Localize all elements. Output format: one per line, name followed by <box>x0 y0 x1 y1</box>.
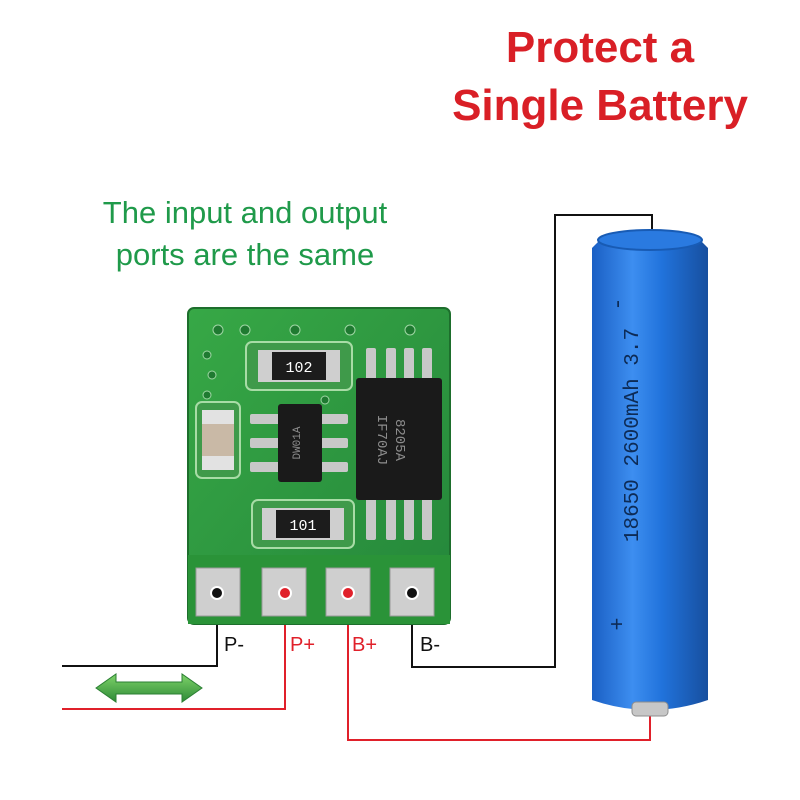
pin-label-b-plus: B+ <box>352 634 378 656</box>
wire-b-plus <box>347 600 651 741</box>
protection-board: 102 101 DW01A 8205A IF70AJ <box>187 307 451 625</box>
pad-dot-p-plus <box>278 586 292 600</box>
pin-label-b-minus: B- <box>420 634 440 656</box>
battery-18650: 18650 2600mAh 3.7 - + <box>592 229 708 717</box>
note-line-2: ports are the same <box>115 237 375 272</box>
pad-dot-b-minus <box>405 586 419 600</box>
battery-plus-mark: + <box>606 617 631 630</box>
pin-label-p-plus: P+ <box>290 634 316 656</box>
double-arrow-icon <box>95 673 203 703</box>
ic-right-marking-1: 8205A <box>391 419 407 462</box>
title-line-1: Protect a <box>505 23 695 72</box>
pin-label-p-minus: P- <box>224 634 244 656</box>
ic-right-marking-2: IF70AJ <box>373 415 389 465</box>
battery-minus-mark: - <box>606 297 631 310</box>
note-line-1: The input and output <box>102 195 388 230</box>
title-line-2: Single Battery <box>452 81 748 130</box>
ic-left-marking: DW01A <box>292 426 304 459</box>
battery-label: 18650 2600mAh 3.7 <box>622 328 645 542</box>
resistor-top-marking: 102 <box>285 360 312 377</box>
pad-dot-p-minus <box>210 586 224 600</box>
resistor-bottom-marking: 101 <box>289 518 316 535</box>
pad-dot-b-plus <box>341 586 355 600</box>
wire-p-plus <box>62 600 286 710</box>
wire-b-minus <box>411 214 653 668</box>
